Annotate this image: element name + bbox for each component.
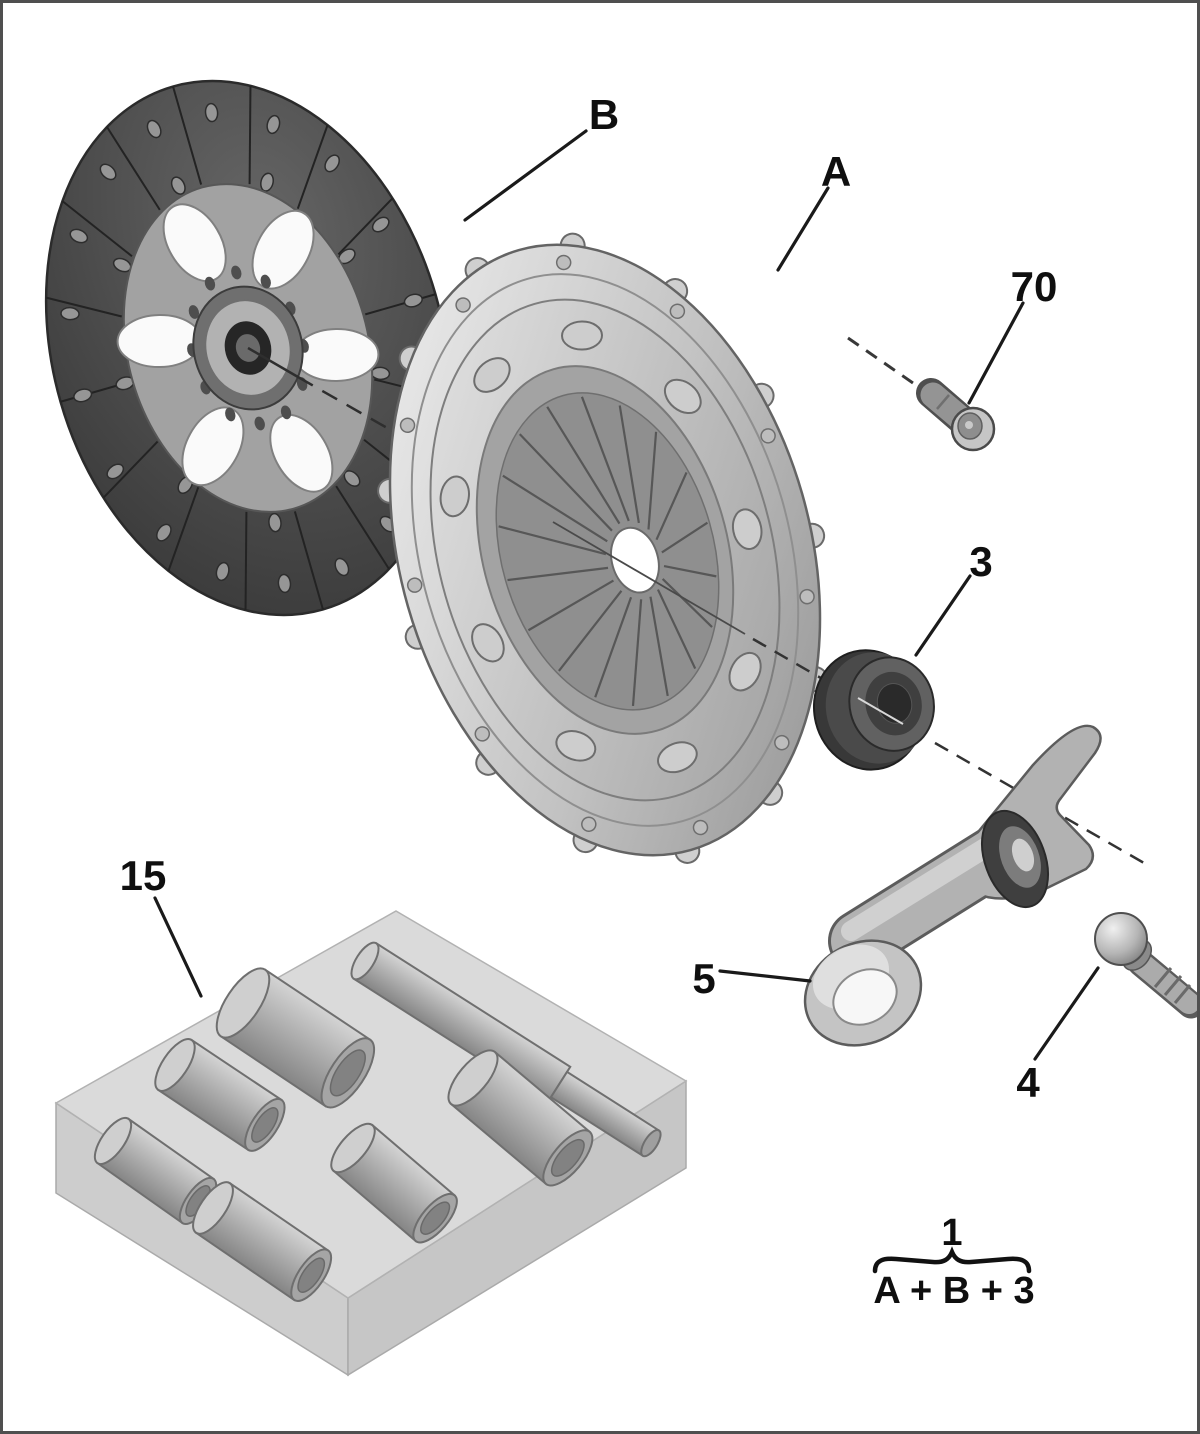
formula-brace	[872, 1246, 1032, 1274]
axis-highlight-over-bearing	[857, 697, 904, 725]
plate-rim-edge	[410, 273, 800, 827]
sleeve-kit-box-illustration	[54, 910, 688, 1377]
bolt-shank	[920, 382, 972, 430]
ball-stud-thread-2	[1163, 975, 1183, 996]
label-kit-box-15: 15	[120, 852, 167, 899]
axis-dashed-tail	[934, 741, 1152, 869]
bolt-illustration	[916, 378, 996, 452]
leader-bolt	[967, 301, 1025, 405]
ball-stud-thread-3	[1173, 984, 1192, 1004]
leader-disc	[463, 129, 588, 222]
fork-arm-highlight	[841, 833, 1003, 941]
label-bearing-3: 3	[969, 538, 992, 585]
kit-sleeve	[93, 1116, 218, 1225]
kit-formula: 1 A + B + 3	[872, 1212, 1035, 1312]
kit-sleeve	[154, 1038, 286, 1152]
leader-cover	[776, 186, 830, 272]
fork-eye-hole	[832, 968, 898, 1026]
axis-dashed-to-bearing	[752, 637, 834, 687]
fork-pivot-center	[1011, 838, 1035, 872]
formula-result: 1	[941, 1212, 962, 1254]
leader-fork	[718, 969, 812, 983]
plate-rim-holes	[399, 254, 815, 836]
pressure-plate-illustration	[377, 232, 829, 864]
part-labels: B A 70 3 5 4 15	[120, 91, 1058, 1106]
axis-thin-over-plate	[552, 521, 746, 635]
kit-sleeve	[447, 1049, 594, 1187]
label-fork-5: 5	[692, 955, 715, 1002]
label-bolt-70: 70	[1011, 263, 1058, 310]
disc-spring-windows	[116, 203, 380, 493]
axis-solid-segment	[247, 346, 299, 379]
plate-diaphragm-fingers	[498, 396, 717, 707]
fork-arm	[831, 823, 1031, 969]
leader-bearing	[914, 574, 972, 657]
plate-diaphragm	[495, 392, 720, 711]
label-disc-b: B	[589, 91, 619, 138]
kit-sleeve	[350, 941, 662, 1158]
release-fork-illustration	[803, 724, 1102, 1047]
leader-lines	[153, 129, 1100, 1061]
kit-sleeve	[215, 967, 376, 1109]
plate-face-holes	[439, 320, 763, 774]
clutch-disc-illustration	[44, 79, 452, 617]
ball-stud-ball	[1094, 912, 1148, 966]
formula-components: A + B + 3	[873, 1270, 1034, 1312]
leader-kit-box	[153, 896, 203, 998]
leader-ball-stud	[1033, 966, 1100, 1061]
exploded-diagram-canvas: B A 70 3 5 4 15 1 A + B + 3	[44, 79, 1197, 1377]
kit-sleeve	[192, 1181, 333, 1302]
bolt-shank-ridge	[936, 394, 950, 410]
label-cover-a: A	[821, 148, 851, 195]
ball-stud-thread-1	[1153, 967, 1173, 988]
label-ball-stud-4: 4	[1016, 1059, 1040, 1106]
box-sleeves	[93, 941, 662, 1302]
ball-stud-illustration	[1094, 912, 1197, 1019]
kit-sleeve	[330, 1122, 458, 1244]
release-bearing-illustration	[812, 649, 935, 771]
bolt-head-center	[965, 421, 973, 429]
